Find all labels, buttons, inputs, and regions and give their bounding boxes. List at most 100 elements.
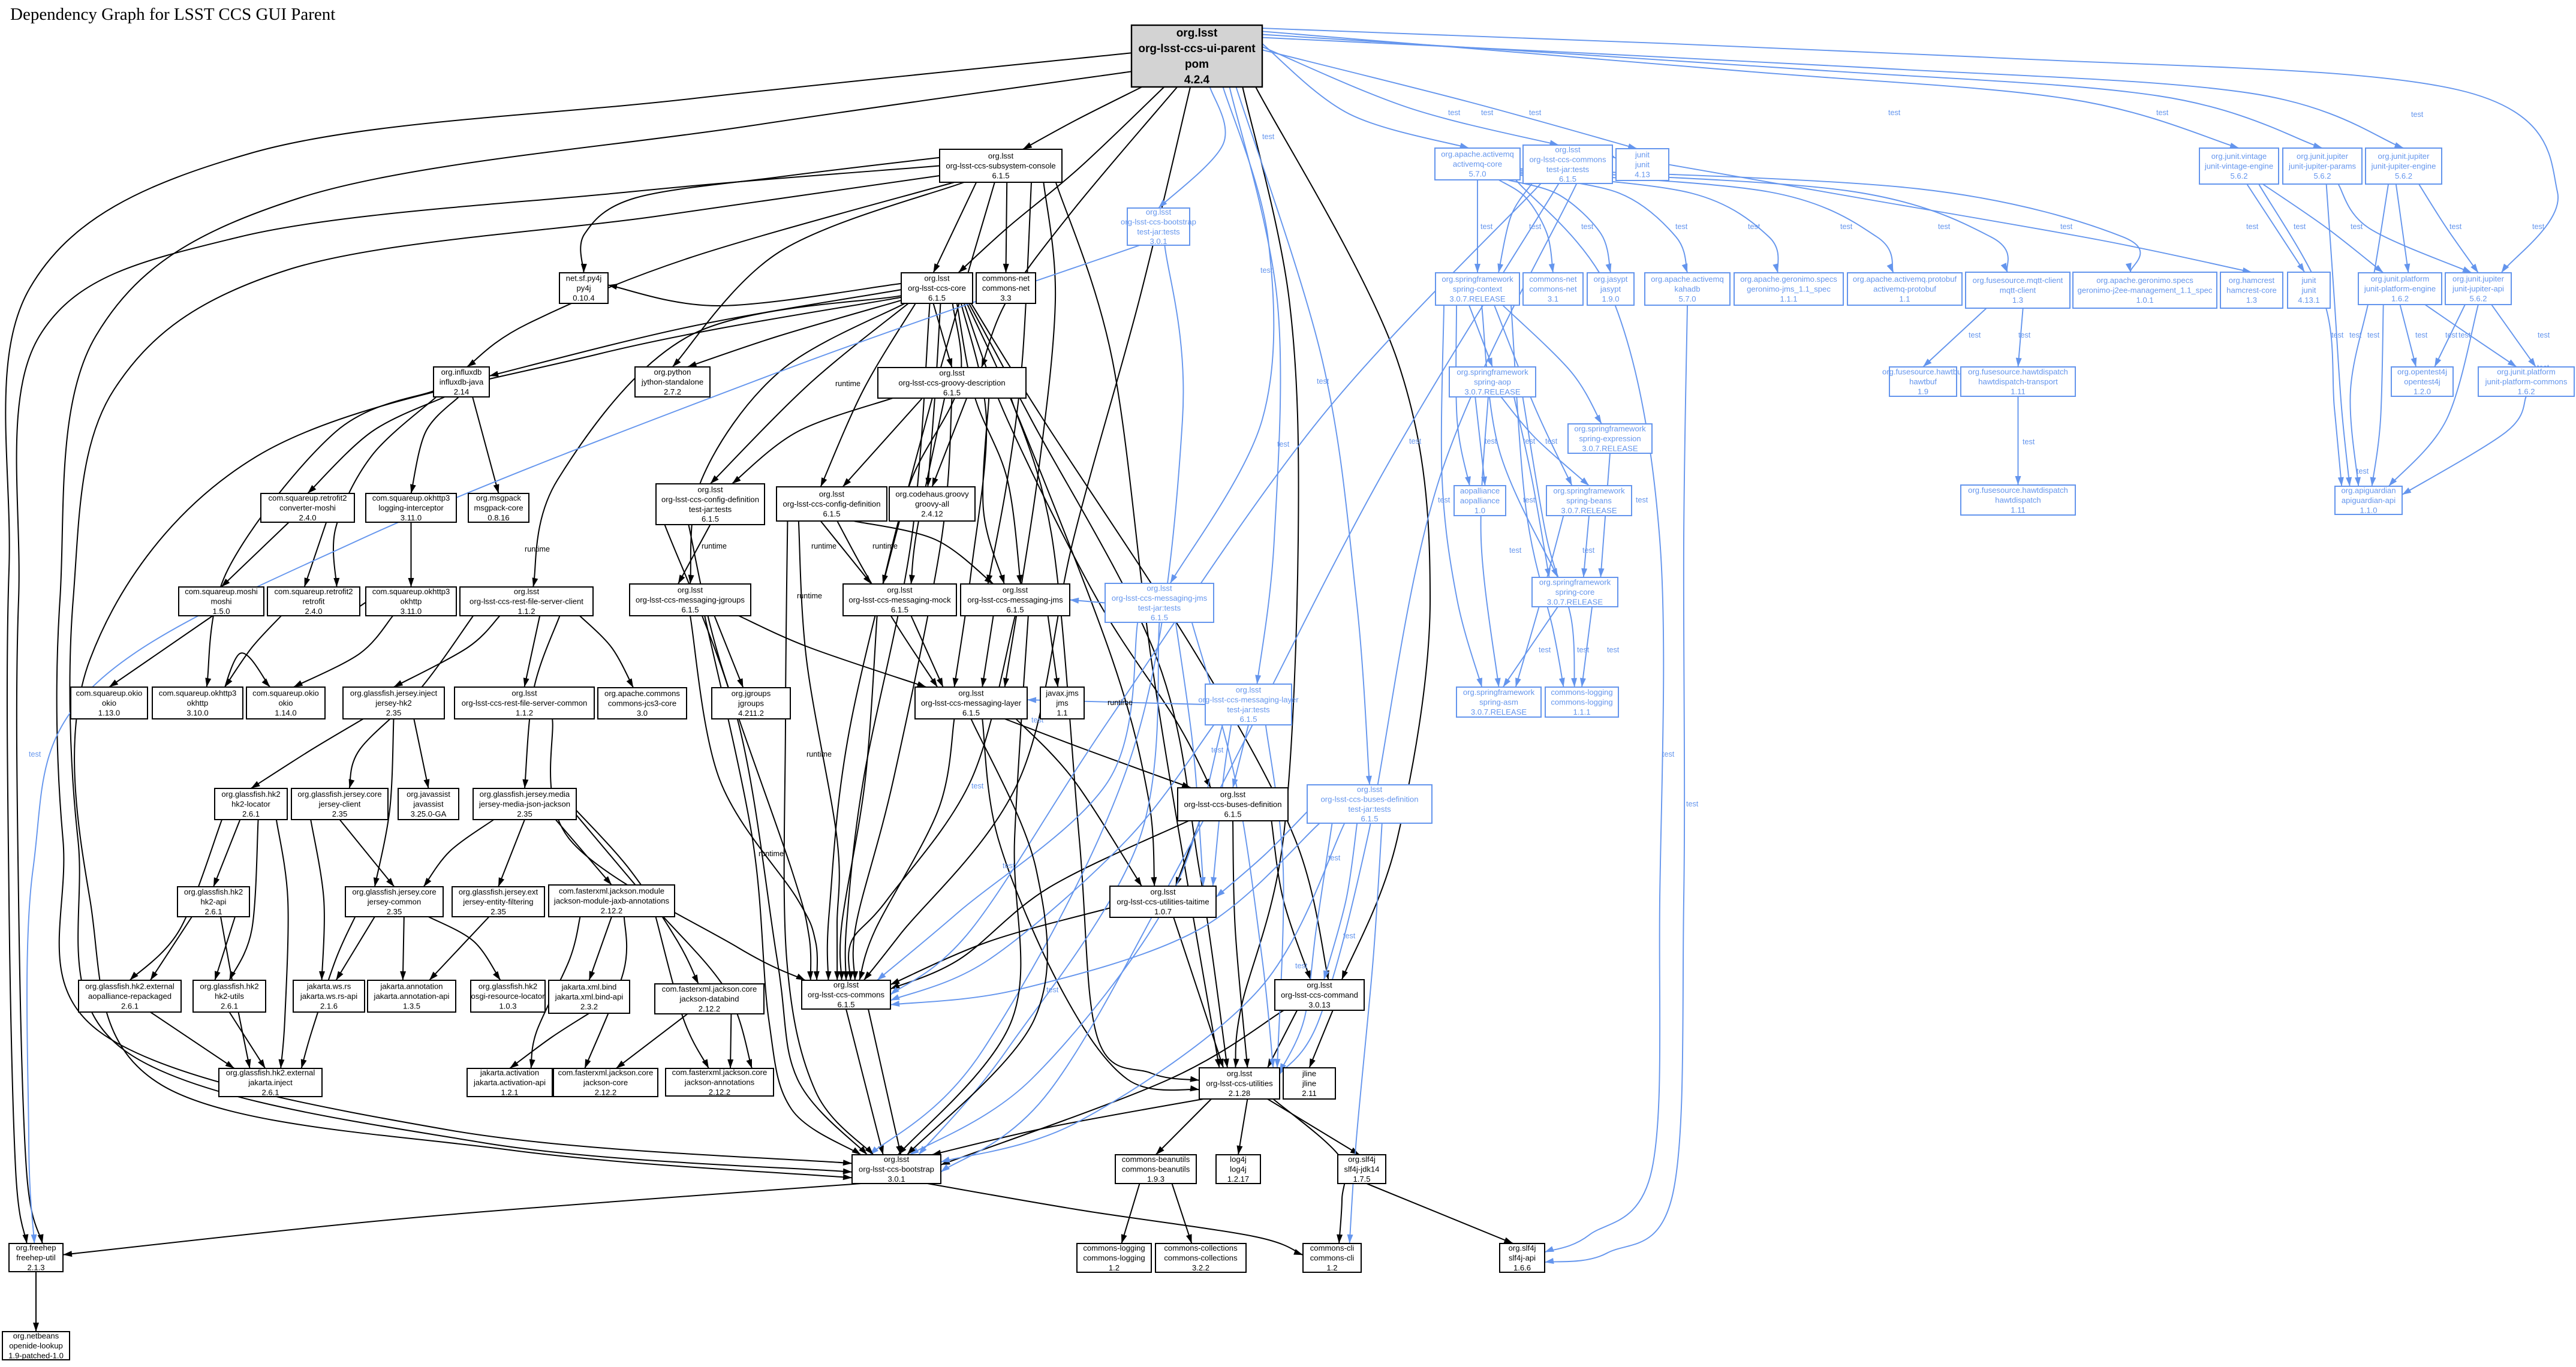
svg-text:test: test (1523, 437, 1536, 445)
svg-text:test-jar:tests: test-jar:tests (1137, 227, 1180, 236)
svg-text:org.python: org.python (654, 368, 691, 377)
svg-text:1.3.5: 1.3.5 (403, 1002, 420, 1011)
svg-text:1.5.0: 1.5.0 (212, 607, 230, 616)
svg-text:org.slf4j: org.slf4j (1348, 1155, 1376, 1164)
svg-text:test: test (2411, 110, 2424, 119)
svg-text:test: test (1260, 266, 1273, 275)
svg-text:3.3: 3.3 (1000, 294, 1011, 303)
svg-text:org.codehaus.groovy: org.codehaus.groovy (895, 490, 969, 499)
svg-text:javassist: javassist (413, 800, 444, 809)
svg-text:5.7.0: 5.7.0 (1678, 294, 1696, 303)
svg-text:2.12.2: 2.12.2 (595, 1088, 616, 1097)
svg-text:test: test (1262, 133, 1275, 141)
svg-text:org-lsst-ccs-config-definition: org-lsst-ccs-config-definition (661, 495, 759, 504)
svg-text:jakarta.activation-api: jakarta.activation-api (473, 1078, 546, 1087)
svg-text:org.fusesource.hawtdispatch: org.fusesource.hawtdispatch (1968, 368, 2068, 377)
svg-text:test: test (1748, 222, 1761, 231)
svg-text:opentest4j: opentest4j (2404, 377, 2440, 386)
svg-text:1.9: 1.9 (1918, 387, 1928, 396)
svg-text:org.lsst: org.lsst (1150, 887, 1176, 896)
svg-text:jackson-databind: jackson-databind (679, 995, 739, 1004)
svg-text:junit-vintage-engine: junit-vintage-engine (2204, 162, 2273, 171)
svg-text:test-jar:tests: test-jar:tests (1348, 805, 1391, 814)
svg-text:jakarta.xml.bind-api: jakarta.xml.bind-api (555, 992, 624, 1001)
svg-text:org.lsst: org.lsst (1003, 586, 1028, 595)
svg-text:2.6.1: 2.6.1 (242, 809, 260, 818)
svg-text:test: test (1480, 222, 1493, 231)
svg-text:commons-logging: commons-logging (1551, 688, 1612, 697)
svg-text:org.junit.jupiter: org.junit.jupiter (2297, 152, 2349, 161)
svg-text:0.8.16: 0.8.16 (487, 513, 509, 522)
svg-text:test: test (1003, 862, 1015, 870)
svg-text:org.lsst: org.lsst (924, 274, 950, 283)
svg-text:moshi: moshi (211, 597, 232, 606)
svg-text:jakarta.xml.bind: jakarta.xml.bind (561, 983, 617, 992)
svg-text:activemq-core: activemq-core (1453, 159, 1502, 168)
svg-text:org-lsst-ccs-buses-definition: org-lsst-ccs-buses-definition (1320, 794, 1418, 803)
svg-text:test: test (1409, 437, 1422, 445)
svg-text:junit-jupiter-api: junit-jupiter-api (2452, 284, 2504, 293)
svg-text:commons-net: commons-net (982, 284, 1030, 293)
svg-text:test: test (1523, 496, 1536, 504)
svg-text:spring-beans: spring-beans (1566, 496, 1612, 505)
svg-text:hawtdispatch: hawtdispatch (1995, 496, 2041, 505)
svg-text:3.11.0: 3.11.0 (401, 513, 422, 522)
svg-text:org.lsst: org.lsst (958, 689, 984, 698)
svg-text:org-lsst-ccs-ui-parent: org-lsst-ccs-ui-parent (1138, 43, 1256, 55)
svg-text:hk2-utils: hk2-utils (215, 992, 244, 1001)
svg-text:1.13.0: 1.13.0 (98, 709, 120, 718)
svg-text:3.0.13: 3.0.13 (1308, 1001, 1330, 1010)
svg-text:5.6.2: 5.6.2 (2395, 171, 2412, 180)
svg-text:retrofit: retrofit (302, 597, 324, 606)
svg-text:com.squareup.moshi: com.squareup.moshi (185, 587, 258, 596)
svg-text:org-lsst-ccs-utilities-taitime: org-lsst-ccs-utilities-taitime (1117, 898, 1209, 907)
svg-text:org.lsst: org.lsst (988, 152, 1014, 161)
svg-text:commons-cli: commons-cli (1310, 1243, 1355, 1252)
svg-text:6.1.5: 6.1.5 (928, 294, 946, 303)
svg-text:2.4.0: 2.4.0 (305, 607, 322, 616)
svg-text:org.junit.vintage: org.junit.vintage (2211, 152, 2267, 161)
svg-text:com.squareup.retrofit2: com.squareup.retrofit2 (268, 493, 347, 502)
svg-text:okhttp: okhttp (401, 597, 422, 606)
svg-text:org.slf4j: org.slf4j (1509, 1243, 1536, 1252)
svg-text:py4j: py4j (576, 284, 591, 293)
svg-text:test: test (2156, 109, 2169, 117)
svg-text:test: test (1938, 222, 1951, 231)
svg-text:org-lsst-ccs-rest-file-server-: org-lsst-ccs-rest-file-server-client (470, 597, 583, 606)
svg-text:3.0: 3.0 (637, 709, 648, 718)
svg-text:test: test (1539, 646, 1551, 654)
svg-text:org-lsst-ccs-commons: org-lsst-ccs-commons (808, 990, 884, 999)
svg-text:org.lsst: org.lsst (833, 980, 859, 989)
svg-text:org.springframework: org.springframework (1574, 424, 1646, 433)
svg-text:org.glassfish.jersey.ext: org.glassfish.jersey.ext (459, 887, 538, 896)
svg-text:log4j: log4j (1230, 1165, 1247, 1174)
svg-text:hk2-locator: hk2-locator (231, 800, 270, 809)
svg-text:runtime: runtime (702, 542, 727, 550)
svg-text:jakarta.annotation-api: jakarta.annotation-api (374, 992, 450, 1001)
svg-text:commons-collections: commons-collections (1164, 1254, 1238, 1263)
svg-text:logging-interceptor: logging-interceptor (378, 504, 444, 513)
svg-text:org.lsst: org.lsst (678, 586, 703, 595)
svg-text:6.1.5: 6.1.5 (702, 514, 719, 523)
svg-text:test: test (1481, 109, 1494, 117)
svg-text:6.1.5: 6.1.5 (1151, 613, 1168, 622)
svg-text:test: test (1675, 222, 1688, 231)
svg-text:test: test (1317, 377, 1329, 386)
svg-text:jline: jline (1302, 1069, 1316, 1078)
svg-text:org.junit.jupiter: org.junit.jupiter (2452, 275, 2505, 284)
svg-text:3.0.7.RELEASE: 3.0.7.RELEASE (1449, 294, 1505, 303)
svg-text:test: test (2294, 222, 2306, 231)
svg-text:1.1.2: 1.1.2 (516, 709, 533, 718)
svg-text:1.3: 1.3 (2012, 296, 2023, 305)
svg-text:1.2.0: 1.2.0 (2414, 387, 2431, 396)
svg-text:org.lsst: org.lsst (1220, 790, 1246, 799)
svg-text:2.6.1: 2.6.1 (204, 907, 222, 916)
svg-text:org.lsst: org.lsst (697, 485, 723, 494)
svg-text:org.glassfish.jersey.core: org.glassfish.jersey.core (352, 887, 436, 896)
svg-text:test: test (1529, 222, 1542, 231)
svg-text:1.2: 1.2 (1326, 1263, 1337, 1272)
svg-text:spring-context: spring-context (1453, 285, 1503, 294)
svg-text:jersey-media-json-jackson: jersey-media-json-jackson (479, 800, 570, 809)
svg-text:1.7.5: 1.7.5 (1353, 1175, 1370, 1184)
svg-text:org.lsst: org.lsst (1236, 685, 1262, 694)
